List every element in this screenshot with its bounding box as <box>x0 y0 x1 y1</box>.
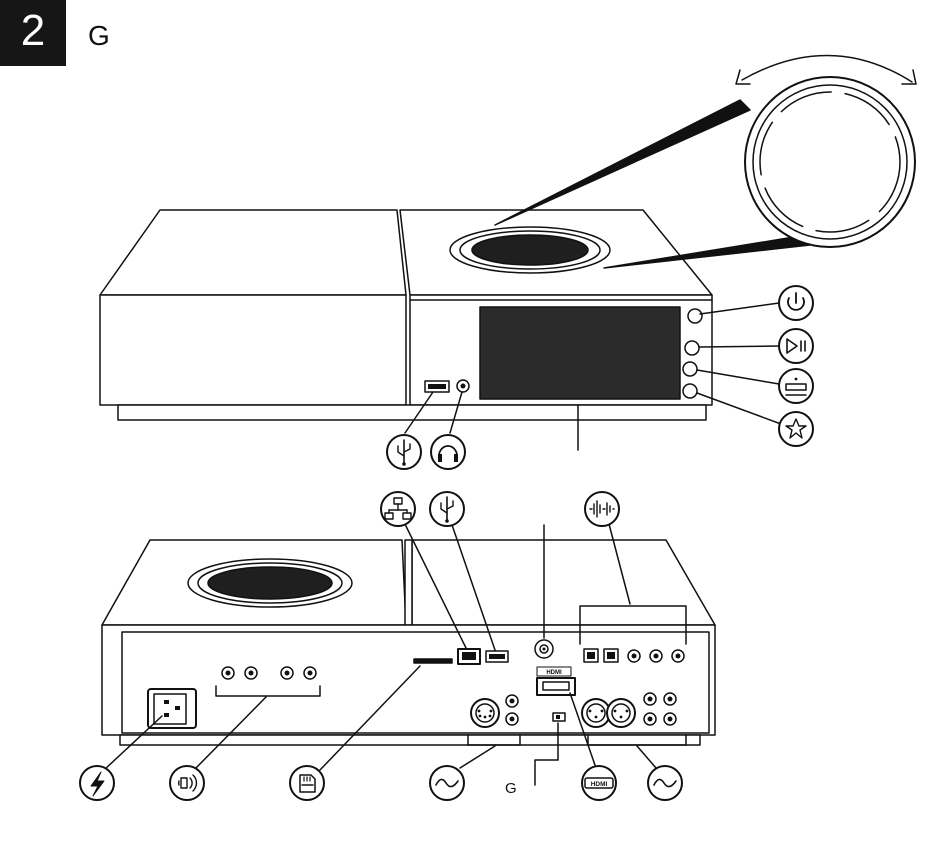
front-top-left-panel <box>100 210 406 295</box>
front-headphone-jack-hole <box>461 384 466 389</box>
rear-knob <box>208 567 332 599</box>
callout-line-star <box>697 393 781 424</box>
rear-unit: HDMI <box>102 540 715 745</box>
usb-icon <box>430 492 464 526</box>
front-face-left <box>100 295 406 405</box>
headphones-icon <box>431 435 465 469</box>
front-knob <box>472 235 588 265</box>
callout-line-play <box>699 346 779 347</box>
network-icon <box>381 492 415 526</box>
play-pause-icon <box>779 329 813 363</box>
svg-text:HDMI: HDMI <box>546 670 562 676</box>
hdmi-icon: HDMI <box>582 766 616 800</box>
speaker-output-icon <box>170 766 204 800</box>
front-usb-port-slot <box>428 384 446 389</box>
zoom-beam-top <box>495 100 750 225</box>
front-star-button <box>683 384 697 398</box>
g-label: G <box>505 780 517 797</box>
front-menu-button <box>683 362 697 376</box>
digital-input-icon <box>585 492 619 526</box>
analogue-input-icon <box>430 766 464 800</box>
analogue-output-icon <box>648 766 682 800</box>
sd-card-icon <box>290 766 324 800</box>
front-power-button <box>688 309 702 323</box>
front-screen <box>480 307 680 399</box>
power-icon <box>779 286 813 320</box>
rear-plinth <box>120 735 700 745</box>
callout-line-analogue-out <box>637 746 656 768</box>
front-unit <box>100 210 712 450</box>
rear-hdmi-port: HDMI <box>537 667 575 695</box>
rear-top-right-panel <box>412 540 715 625</box>
front-plinth <box>118 405 706 420</box>
usb-icon <box>387 435 421 469</box>
front-play-button <box>685 341 699 355</box>
svg-text:HDMI: HDMI <box>591 781 608 788</box>
knob-zoom-inner <box>753 85 907 239</box>
rear-divider-strip <box>405 540 412 625</box>
rear-din-left <box>471 699 499 727</box>
power-mains-icon <box>80 766 114 800</box>
menu-icon <box>779 369 813 403</box>
callout-line-analogue-in <box>460 746 495 768</box>
star-icon <box>779 412 813 446</box>
rear-sd-slot <box>414 659 452 663</box>
